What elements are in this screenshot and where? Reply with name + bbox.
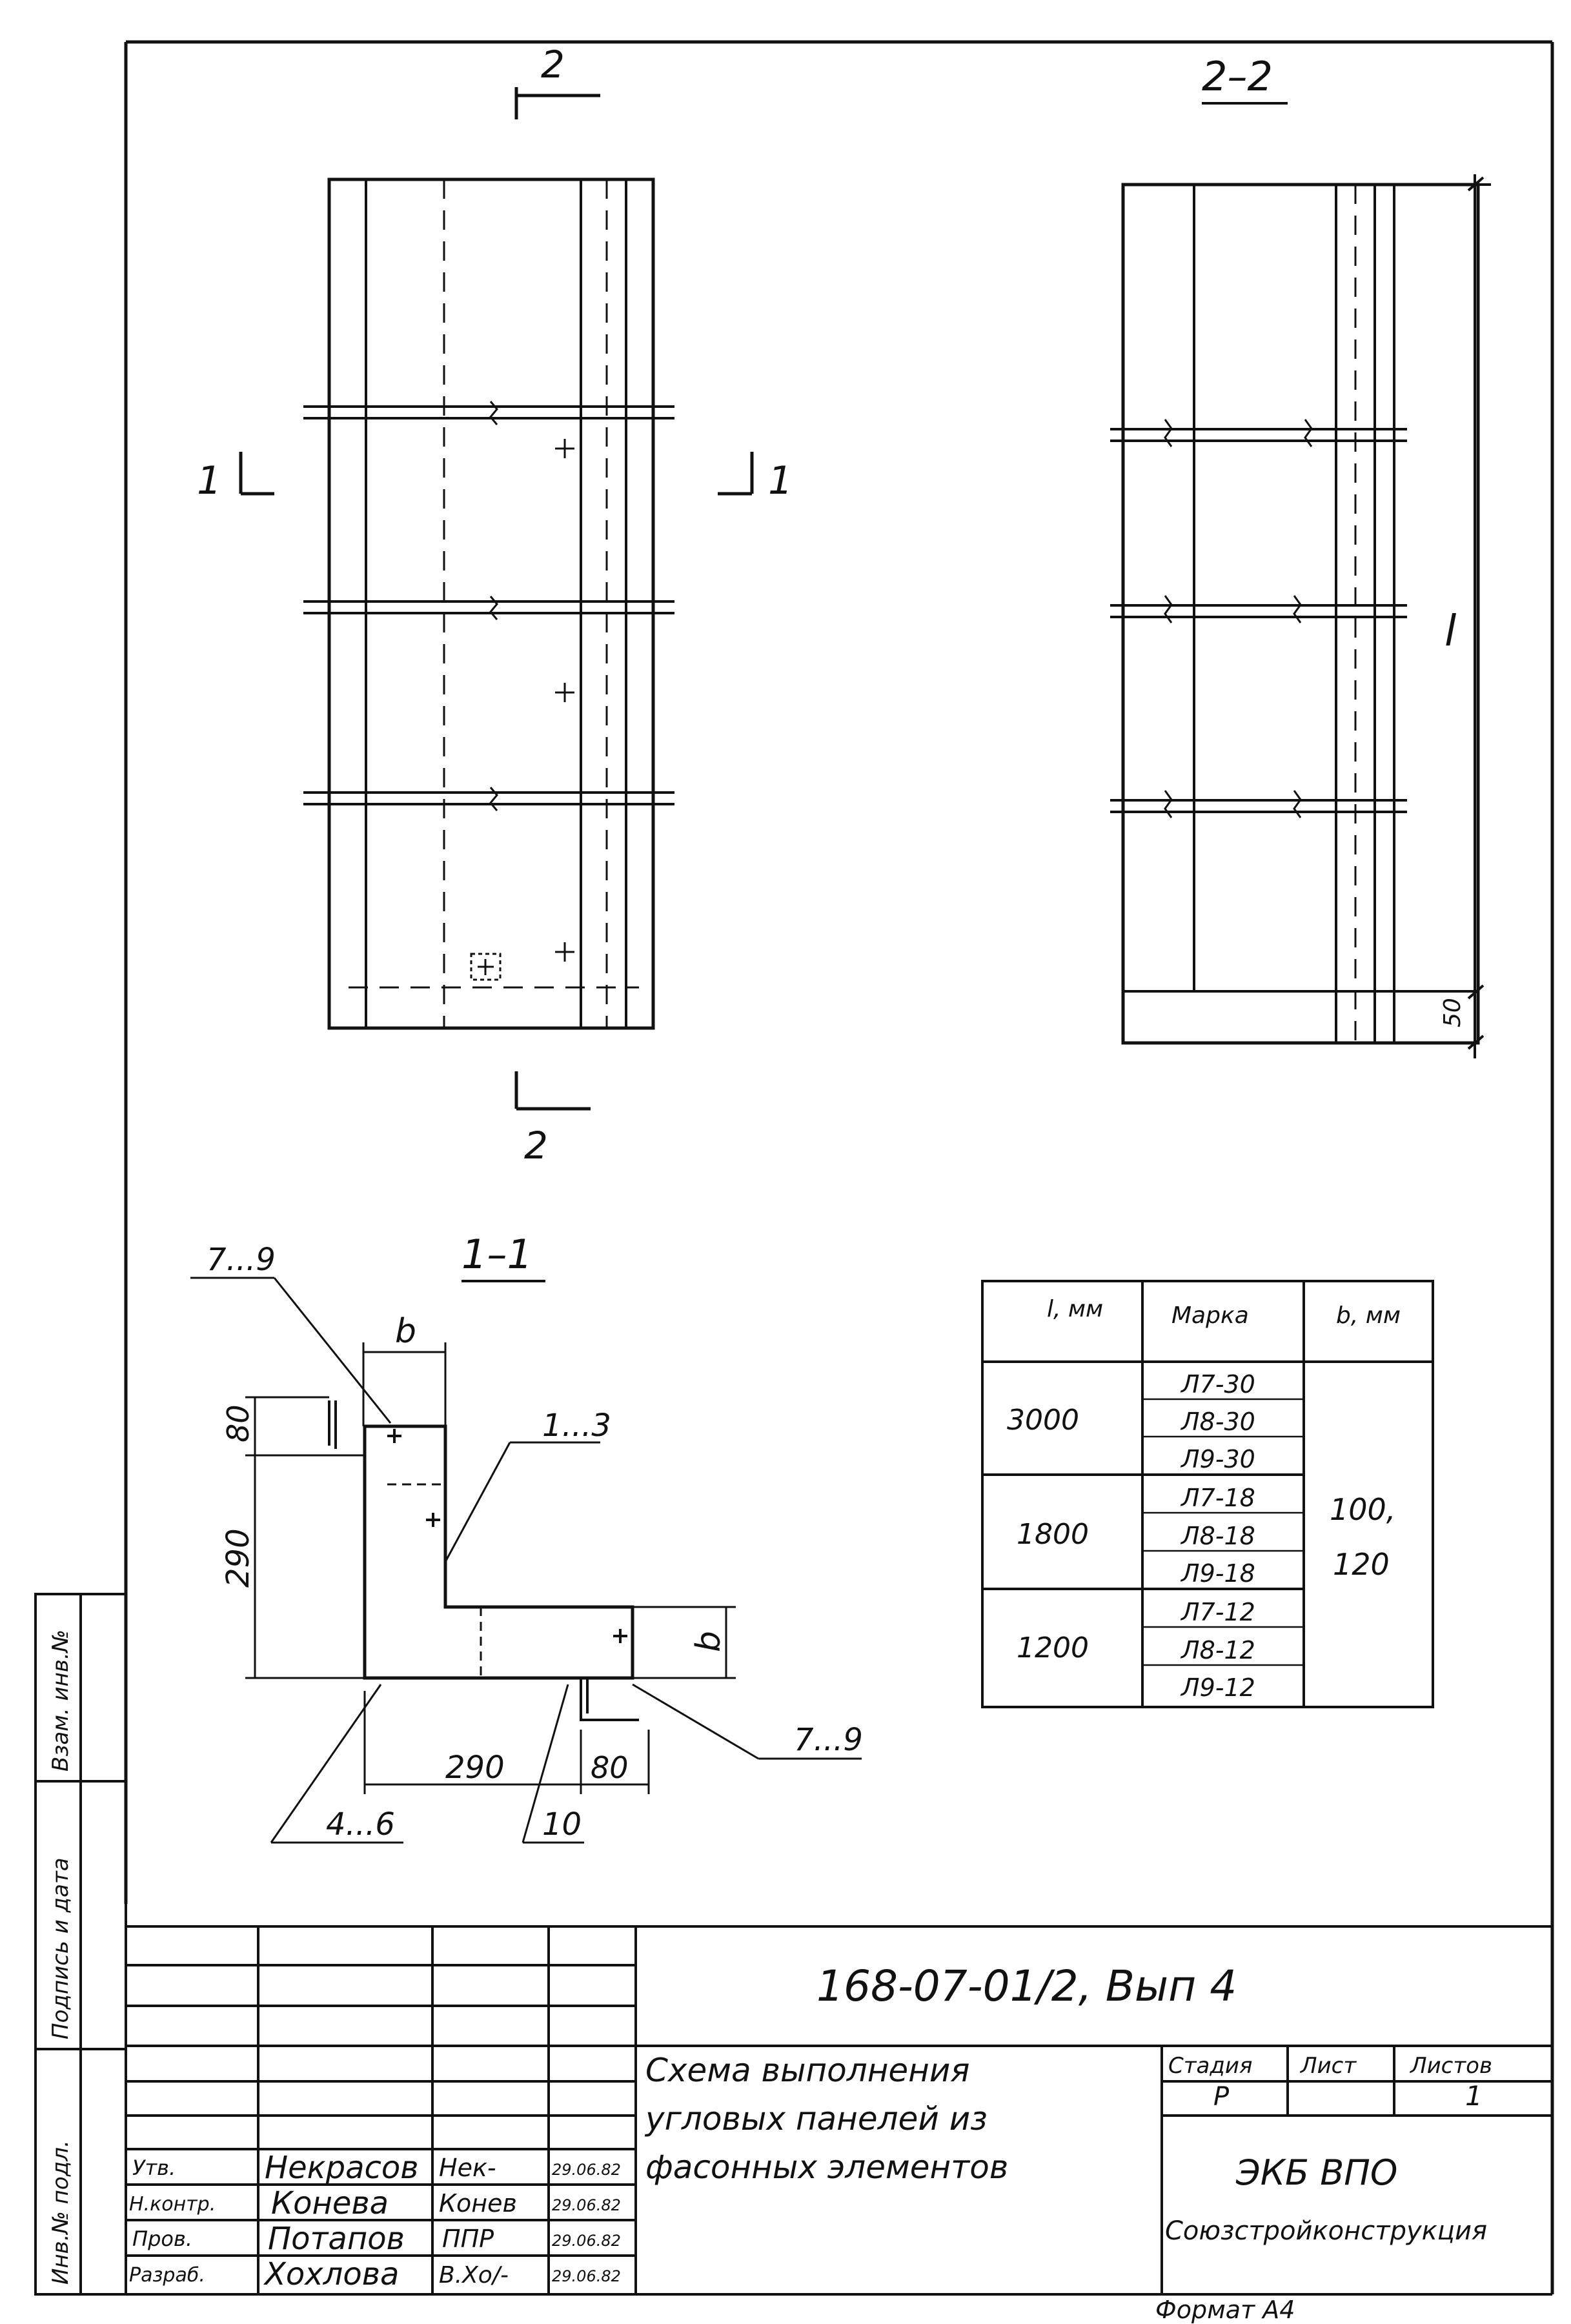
- sheet-frame: [124, 40, 1554, 2294]
- dimension-50: 50: [1439, 998, 1466, 1027]
- role-utv: Утв.: [132, 2156, 176, 2180]
- left-margin-strip: Взам. инв.№ Подпись и дата Инв.№ подл.: [34, 1593, 127, 2296]
- stage-header: Стадия: [1168, 2053, 1252, 2079]
- dim-80-vertical: 80: [221, 1404, 256, 1442]
- table-mark: Л8-30: [1180, 1408, 1255, 1436]
- table-mark: Л8-18: [1180, 1522, 1255, 1550]
- table-b-value-1: 100,: [1330, 1492, 1395, 1527]
- doc-code: 168-07-01/2, Вып 4: [816, 1961, 1237, 2011]
- section-1-label-right: 1: [768, 458, 793, 503]
- label-vzam-inv: Взам. инв.№: [48, 1630, 74, 1772]
- title-line-1: Схема выполнения: [645, 2052, 969, 2089]
- sign-razrab: В.Хо/-: [439, 2262, 509, 2289]
- sign-prov: ППР: [442, 2225, 494, 2253]
- callout-7-9-right: 7...9: [794, 1722, 863, 1758]
- table-mark: Л9-18: [1180, 1559, 1255, 1588]
- name-nkontr: Конева: [271, 2185, 389, 2221]
- name-razrab: Хохлова: [263, 2256, 399, 2292]
- name-utv: Некрасов: [265, 2150, 419, 2186]
- section-2-marker-bottom: [514, 1071, 591, 1111]
- org-name: ЭКБ ВПО: [1235, 2152, 1397, 2193]
- sheets-value: 1: [1465, 2080, 1483, 2112]
- table-mark: Л8-12: [1180, 1636, 1255, 1664]
- title-line-3: фасонных элементов: [645, 2148, 1008, 2186]
- table-l-1200: 1200: [1017, 1632, 1089, 1664]
- section-1-1-title: 1–1: [461, 1231, 532, 1278]
- title-line-2: угловых панелей из: [644, 2100, 988, 2137]
- label-podpis-data: Подпись и дата: [48, 1857, 74, 2039]
- table-l-3000: 3000: [1007, 1404, 1079, 1437]
- sign-utv: Нек-: [439, 2154, 496, 2182]
- format-label: Формат А4: [1155, 2296, 1295, 2324]
- table-b-value-2: 120: [1333, 1547, 1390, 1582]
- org-name-2: Союзстройконструкция: [1165, 2216, 1487, 2246]
- sheet-header: Лист: [1299, 2053, 1357, 2079]
- role-razrab: Разраб.: [129, 2264, 205, 2287]
- callout-7-9-top: 7...9: [207, 1242, 276, 1278]
- section-2-marker-top: [514, 87, 600, 119]
- table-mark: Л7-30: [1180, 1370, 1255, 1399]
- title-block: 168-07-01/2, Вып 4 Схема выполнения угло…: [126, 1925, 1552, 2324]
- section-2-label-bottom: 2: [524, 1124, 548, 1167]
- table-header-mark: Марка: [1171, 1302, 1249, 1329]
- table-mark: Л9-30: [1180, 1445, 1255, 1473]
- dimension-l: l: [1444, 606, 1457, 656]
- section-2-2-view: 2–2: [1110, 53, 1491, 1058]
- table-mark: Л7-12: [1180, 1598, 1255, 1626]
- stage-value: Р: [1213, 2082, 1230, 2112]
- dim-b-top: b: [395, 1312, 416, 1351]
- dim-290-vertical: 290: [220, 1528, 256, 1588]
- sheets-header: Листов: [1409, 2053, 1492, 2079]
- dim-80-horizontal: 80: [591, 1750, 629, 1785]
- section-2-2-title: 2–2: [1202, 53, 1273, 100]
- section-1-1-view: 1–1: [190, 1231, 863, 1844]
- dimension-line-l: [1467, 174, 1491, 1058]
- table-header-l: l, мм: [1047, 1296, 1103, 1322]
- callout-4-6: 4...6: [326, 1806, 395, 1843]
- date-prov: 29.06.82: [552, 2232, 621, 2250]
- section-1-marker-right: [718, 452, 754, 496]
- table-mark: Л9-12: [1180, 1673, 1255, 1702]
- plan-view: 2: [197, 43, 793, 1167]
- table-mark: Л7-18: [1180, 1484, 1255, 1512]
- date-nkontr: 29.06.82: [552, 2196, 621, 2214]
- role-prov: Пров.: [132, 2227, 192, 2251]
- callout-1-3: 1...3: [542, 1408, 611, 1444]
- date-razrab: 29.06.82: [552, 2267, 621, 2285]
- name-prov: Потапов: [268, 2221, 405, 2257]
- table-header-b: b, мм: [1336, 1302, 1401, 1329]
- date-utv: 29.06.82: [552, 2161, 621, 2179]
- section-2-label-top: 2: [541, 43, 565, 86]
- role-nkontr: Н.контр.: [129, 2193, 216, 2216]
- label-inv-podl: Инв.№ подл.: [48, 2140, 74, 2285]
- callout-10: 10: [542, 1806, 582, 1843]
- spec-table: l, мм Марка b, мм 3000 1800 1200 Л7-30 Л…: [981, 1280, 1434, 1708]
- section-1-label-left: 1: [197, 458, 221, 503]
- section-1-marker-left: [239, 452, 274, 496]
- sign-nkontr: Конев: [439, 2189, 517, 2218]
- dim-b-right: b: [689, 1631, 728, 1652]
- dim-290-horizontal: 290: [445, 1750, 505, 1786]
- table-l-1800: 1800: [1017, 1518, 1089, 1551]
